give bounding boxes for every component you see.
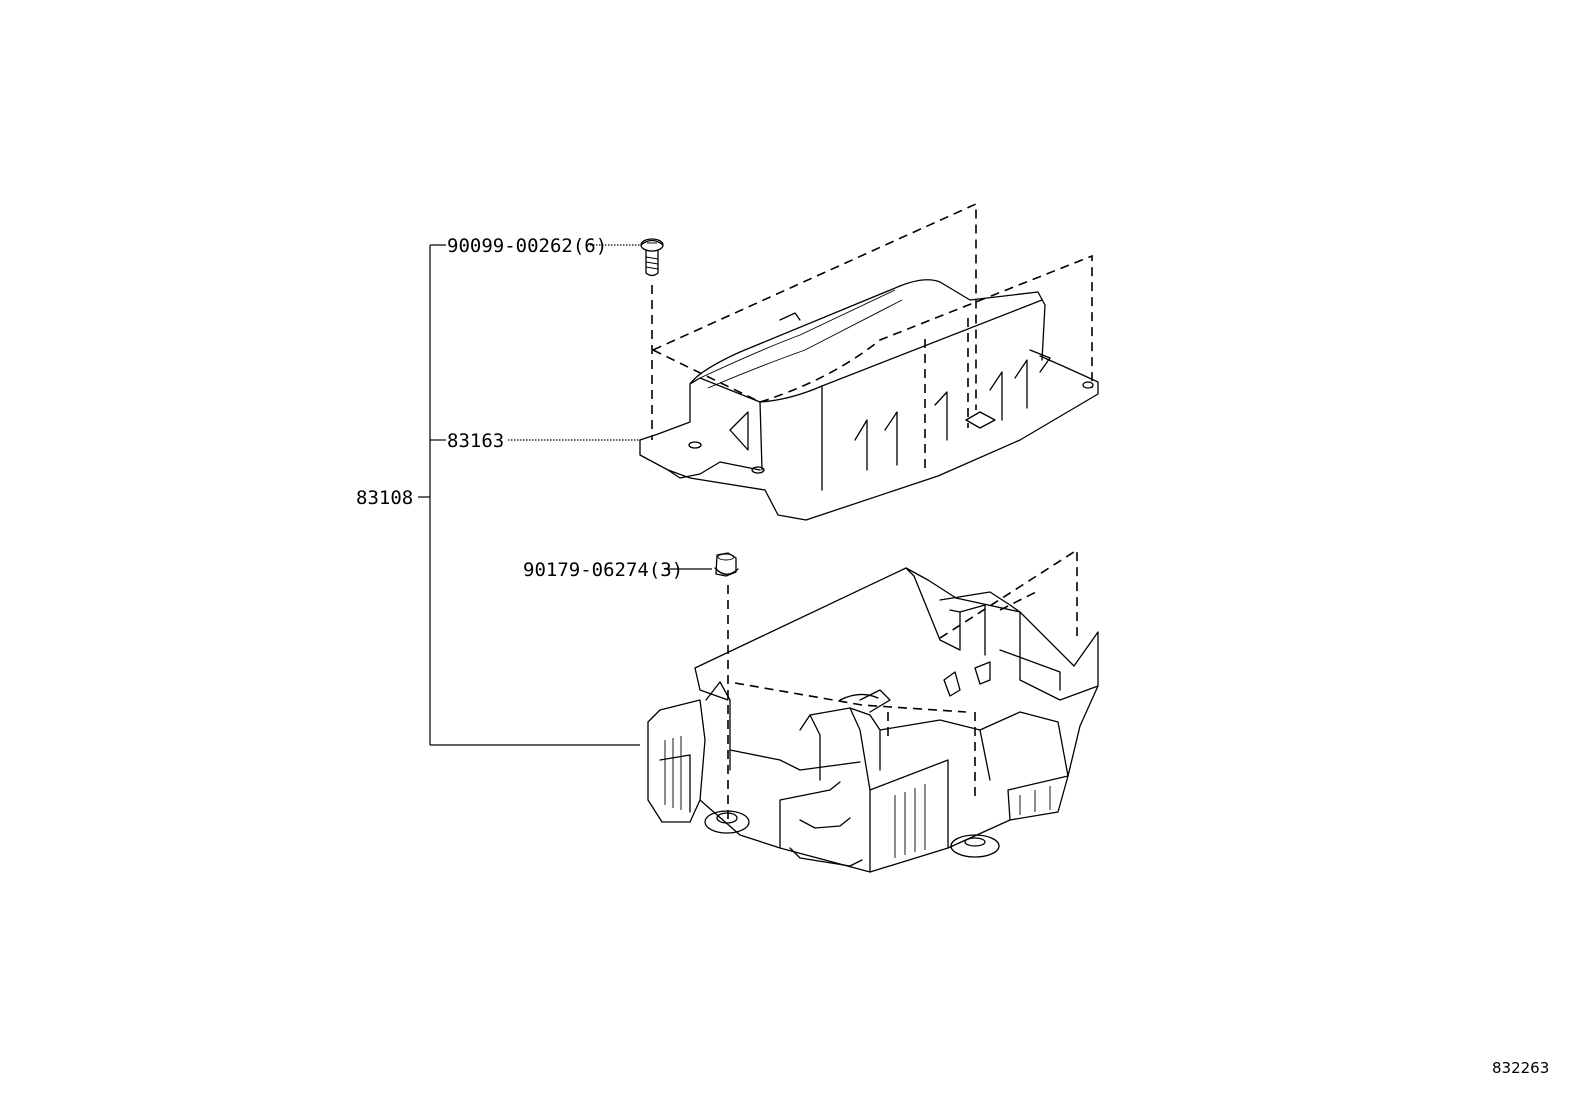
- cover-part: [639, 202, 1099, 521]
- screw-icon: [640, 238, 664, 277]
- assembly-part-number: 83108: [356, 487, 413, 509]
- nut-part-number: 90179-06274(3): [523, 559, 683, 581]
- nut-icon: [714, 552, 739, 577]
- screw-part-number: 90099-00262(6): [447, 235, 607, 257]
- cover-part-number: 83163: [447, 430, 504, 452]
- assembly-bracket: [418, 244, 640, 746]
- figure-id: 832263: [1492, 1059, 1549, 1077]
- housing-part: [647, 548, 1099, 873]
